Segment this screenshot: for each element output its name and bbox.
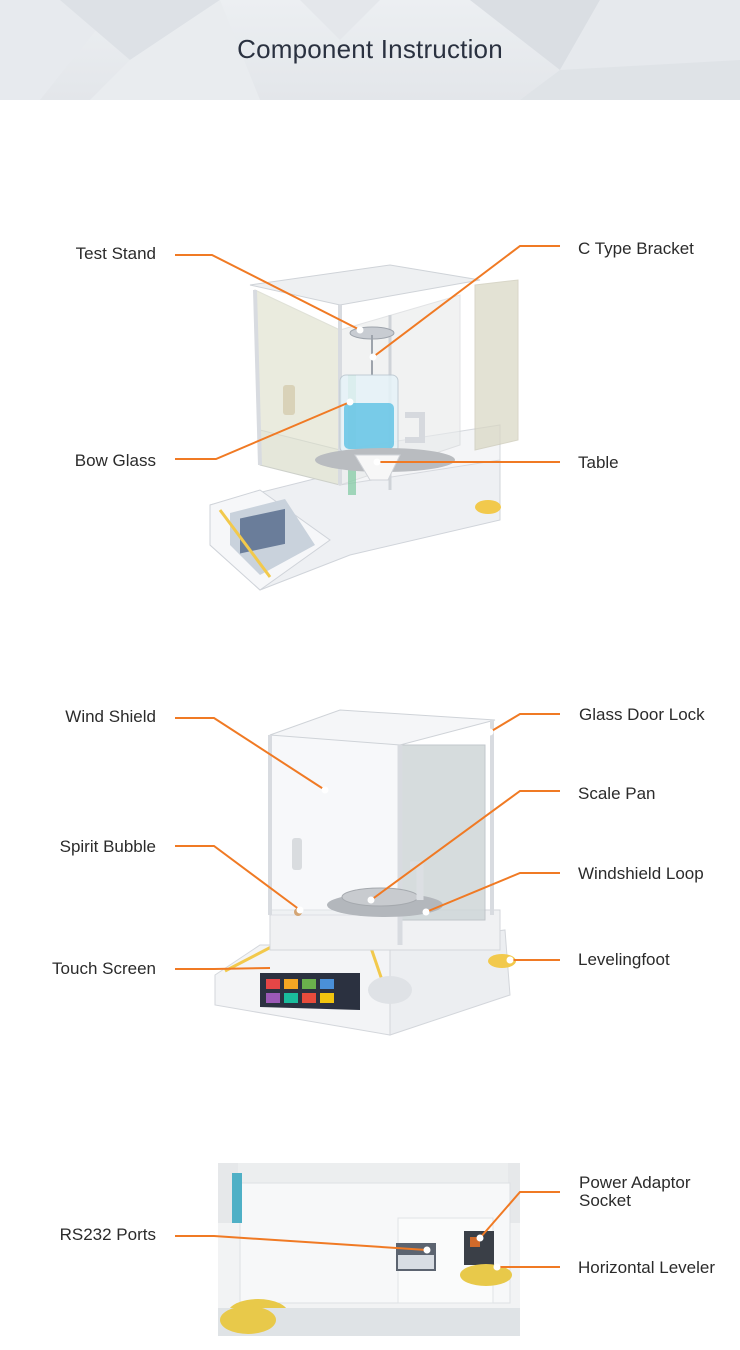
label-horizontal-leveler: Horizontal Leveler [578, 1258, 716, 1277]
header-geometric-background [0, 0, 740, 100]
label-levelingfoot: Levelingfoot [578, 950, 670, 969]
label-table: Table [578, 453, 619, 472]
label-windshield-loop: Windshield Loop [578, 864, 704, 883]
label-rs232-ports: RS232 Ports [59, 1225, 156, 1244]
label-wind-shield: Wind Shield [65, 707, 156, 726]
balance-rear-ports-image [218, 1163, 520, 1336]
header-banner: Component Instruction [0, 0, 740, 100]
label-touch-screen: Touch Screen [52, 959, 156, 978]
label-power-adaptor-socket: Power Adaptor Socket [579, 1173, 691, 1210]
analytical-balance-front-image [214, 709, 516, 1036]
label-scale-pan: Scale Pan [578, 784, 656, 803]
page-title: Component Instruction [237, 34, 503, 64]
analytical-balance-density-kit-image [209, 264, 519, 591]
label-c-type-bracket: C Type Bracket [578, 239, 694, 258]
label-glass-door-lock: Glass Door Lock [579, 705, 705, 724]
label-bow-glass: Bow Glass [74, 451, 156, 470]
label-test-stand: Test Stand [75, 244, 156, 263]
label-spirit-bubble: Spirit Bubble [59, 837, 156, 856]
